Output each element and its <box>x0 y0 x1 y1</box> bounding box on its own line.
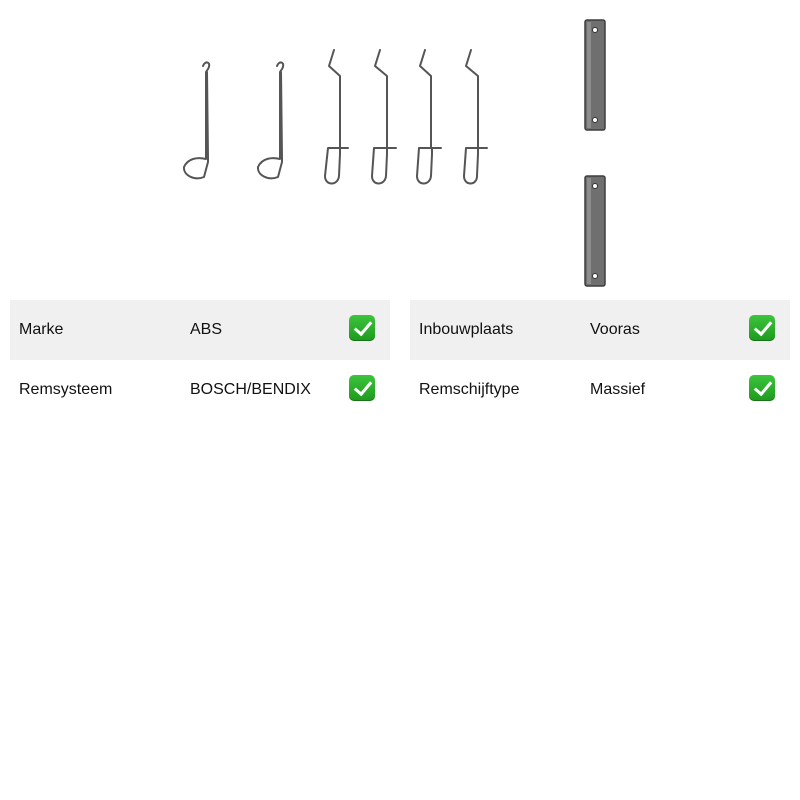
spec-row-marke: Marke ABS <box>10 300 390 360</box>
spec-value: Massief <box>590 381 646 398</box>
spec-label: Inbouwplaats <box>419 321 514 338</box>
spec-row-inbouwplaats: Inbouwplaats Vooras <box>410 300 790 360</box>
spec-value: BOSCH/BENDIX <box>190 381 311 398</box>
check-mark-icon <box>349 375 375 401</box>
hook-spring-2 <box>371 49 397 185</box>
spec-table-right: Inbouwplaats Vooras Remschijftype Massie… <box>410 300 790 420</box>
product-image-brake-accessory-kit <box>182 19 606 287</box>
metal-plate-2 <box>584 175 606 287</box>
spec-value: ABS <box>190 321 223 338</box>
spec-label: Remschijftype <box>419 381 520 398</box>
spec-label: Remsysteem <box>19 381 113 398</box>
spec-label: Marke <box>19 321 64 338</box>
spec-table-left: Marke ABS Remsysteem BOSCH/BENDIX <box>10 300 390 420</box>
metal-plate-1 <box>584 19 606 131</box>
check-mark-icon <box>749 315 775 341</box>
spring-clip-1 <box>182 61 211 180</box>
hook-spring-4 <box>463 49 488 185</box>
hook-spring-3 <box>416 49 442 185</box>
spring-clip-2 <box>256 61 285 180</box>
check-mark-icon <box>349 315 375 341</box>
check-mark-icon <box>749 375 775 401</box>
spec-row-remschijftype: Remschijftype Massief <box>410 360 790 420</box>
hook-spring-1 <box>324 49 349 185</box>
spec-row-remsysteem: Remsysteem BOSCH/BENDIX <box>10 360 390 420</box>
spec-value: Vooras <box>590 321 640 338</box>
